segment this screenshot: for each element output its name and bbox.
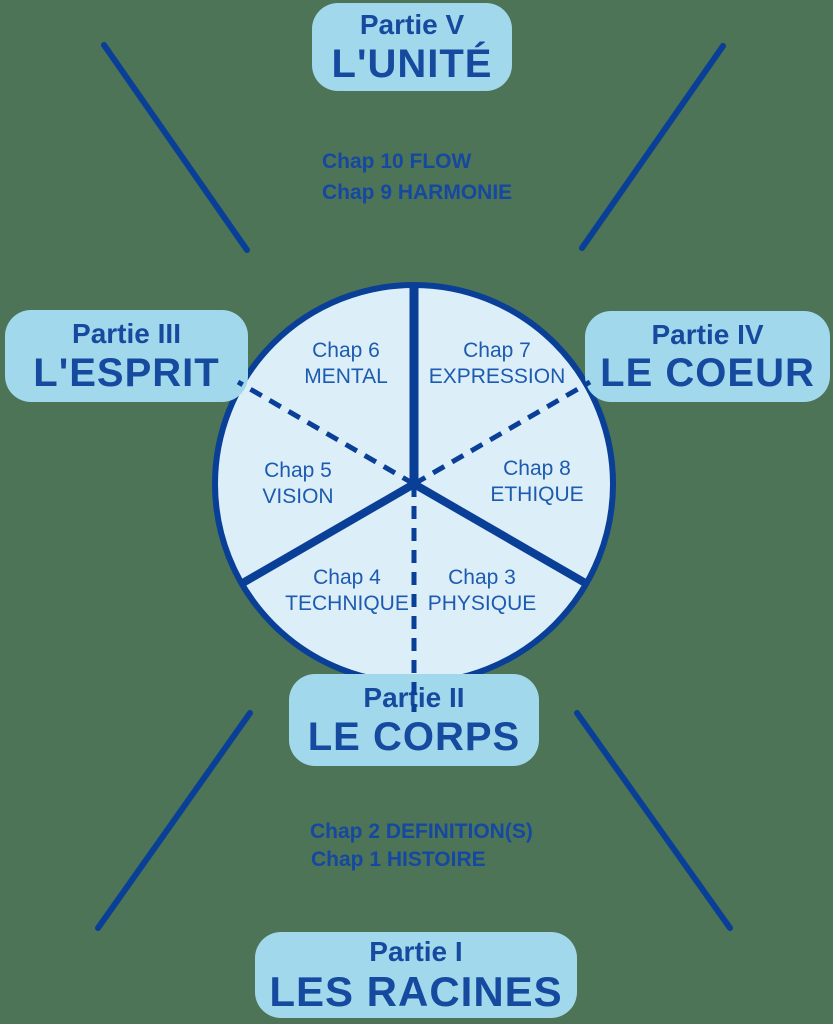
sector-title: MENTAL: [304, 365, 388, 388]
part-title: L'ESPRIT: [33, 350, 220, 395]
part-box-partie-i: Partie I LES RACINES: [255, 932, 577, 1018]
sector-title: ETHIQUE: [490, 483, 584, 506]
sector-label-expression: Chap 7 EXPRESSION: [429, 338, 566, 390]
part-box-partie-v: Partie V L'UNITÉ: [312, 3, 512, 91]
chapter-link-flow: Chap 10 FLOW: [322, 150, 472, 173]
chapter-link-harmonie: Chap 9 HARMONIE: [322, 181, 513, 204]
part-title: LES RACINES: [269, 967, 563, 1015]
sector-title: PHYSIQUE: [427, 592, 537, 615]
sector-chap: Chap 5: [264, 459, 332, 482]
sector-title: TECHNIQUE: [285, 592, 409, 615]
part-box-partie-iv: Partie IV LE COEUR: [585, 311, 830, 402]
diagonal-bottom-left-line: [95, 710, 253, 931]
part-title: L'UNITÉ: [331, 41, 493, 86]
spoke-solid-lower-left: [238, 480, 417, 588]
sector-chap: Chap 7: [463, 339, 531, 362]
part-title: LE COEUR: [600, 351, 815, 396]
sector-title: VISION: [262, 485, 334, 508]
part-label: Partie II: [363, 682, 465, 714]
part-title: LE CORPS: [307, 714, 521, 759]
sector-label-mental: Chap 6 MENTAL: [304, 338, 388, 390]
diagonal-bottom-right-line: [574, 710, 733, 931]
spoke-solid-lower-right: [411, 480, 590, 588]
part-label: Partie III: [72, 318, 181, 350]
sector-chap: Chap 3: [448, 566, 516, 589]
sector-chap: Chap 8: [503, 457, 571, 480]
sector-label-physique: Chap 3 PHYSIQUE: [428, 565, 537, 617]
sector-chap: Chap 6: [312, 339, 380, 362]
chapter-link-definitions: Chap 2 DEFINITION(S): [310, 820, 533, 843]
part-label: Partie IV: [651, 318, 764, 350]
part-label: Partie V: [359, 9, 465, 41]
sector-title: EXPRESSION: [428, 365, 566, 388]
sector-chap: Chap 4: [313, 566, 381, 589]
sector-label-technique: Chap 4 TECHNIQUE: [285, 565, 409, 617]
chapter-link-histoire: Chap 1 HISTOIRE: [311, 848, 486, 871]
part-box-partie-ii: Partie II LE CORPS: [289, 674, 539, 766]
diagonal-top-right-line: [579, 43, 726, 251]
sector-label-ethique: Chap 8 ETHIQUE: [490, 456, 583, 508]
part-box-partie-iii: Partie III L'ESPRIT: [5, 310, 248, 402]
part-label: Partie I: [369, 936, 463, 968]
diagonal-top-left-line: [101, 42, 250, 253]
sector-label-vision: Chap 5 VISION: [262, 458, 333, 510]
